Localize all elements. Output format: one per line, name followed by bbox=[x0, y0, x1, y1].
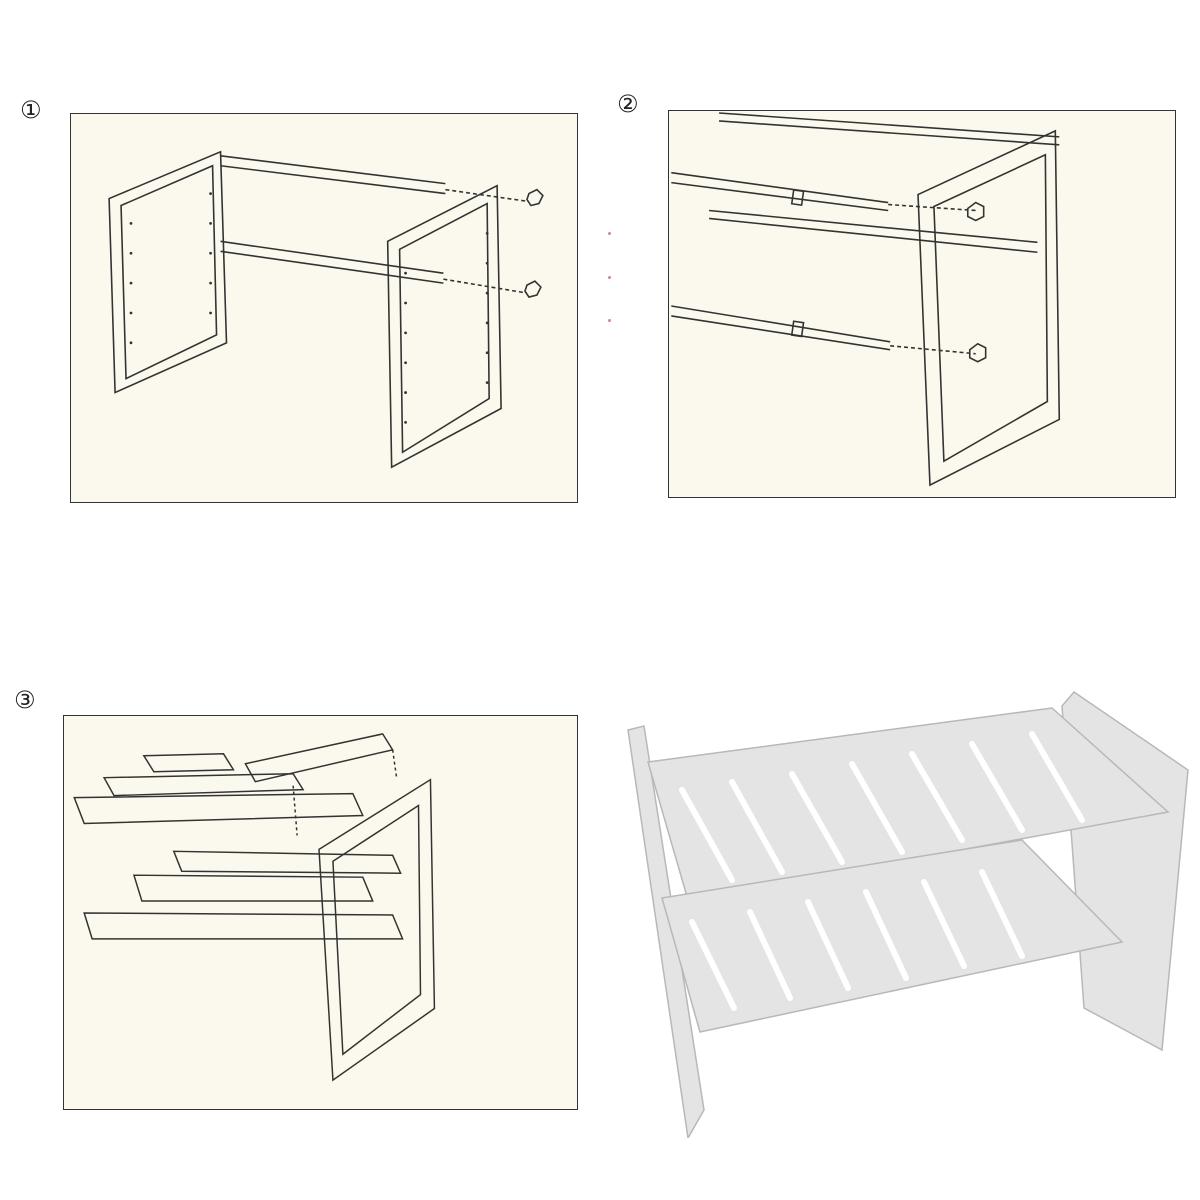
connector-bottom bbox=[968, 342, 987, 363]
side-frame bbox=[318, 778, 436, 1082]
step-3-number: ③ bbox=[14, 686, 36, 714]
step-1-illustration bbox=[108, 150, 544, 469]
right-frame bbox=[386, 184, 502, 469]
shelf-piece bbox=[244, 733, 394, 783]
step-1-diagram bbox=[70, 113, 578, 503]
divider-dot bbox=[608, 232, 611, 235]
divider-dot bbox=[608, 319, 611, 322]
connector-top bbox=[966, 201, 985, 222]
front-frame bbox=[917, 129, 1061, 487]
step-2-diagram bbox=[668, 110, 1176, 498]
step-3-illustration bbox=[73, 733, 436, 1082]
connector-top bbox=[526, 188, 544, 207]
step-1-number: ① bbox=[20, 96, 42, 124]
rack-top-shelf bbox=[647, 707, 1170, 901]
step-2-illustration bbox=[671, 112, 1061, 487]
assembled-rack-illustration bbox=[627, 691, 1189, 1138]
rack-bottom-shelf bbox=[661, 839, 1124, 1033]
step-3-diagram bbox=[63, 715, 578, 1110]
assembled-rack-photo bbox=[622, 690, 1194, 1138]
step-2-number: ② bbox=[617, 90, 639, 118]
rack-left-frame bbox=[627, 725, 705, 1138]
left-frame bbox=[108, 150, 228, 394]
divider-dot bbox=[608, 276, 611, 279]
connector-bottom bbox=[524, 280, 542, 298]
